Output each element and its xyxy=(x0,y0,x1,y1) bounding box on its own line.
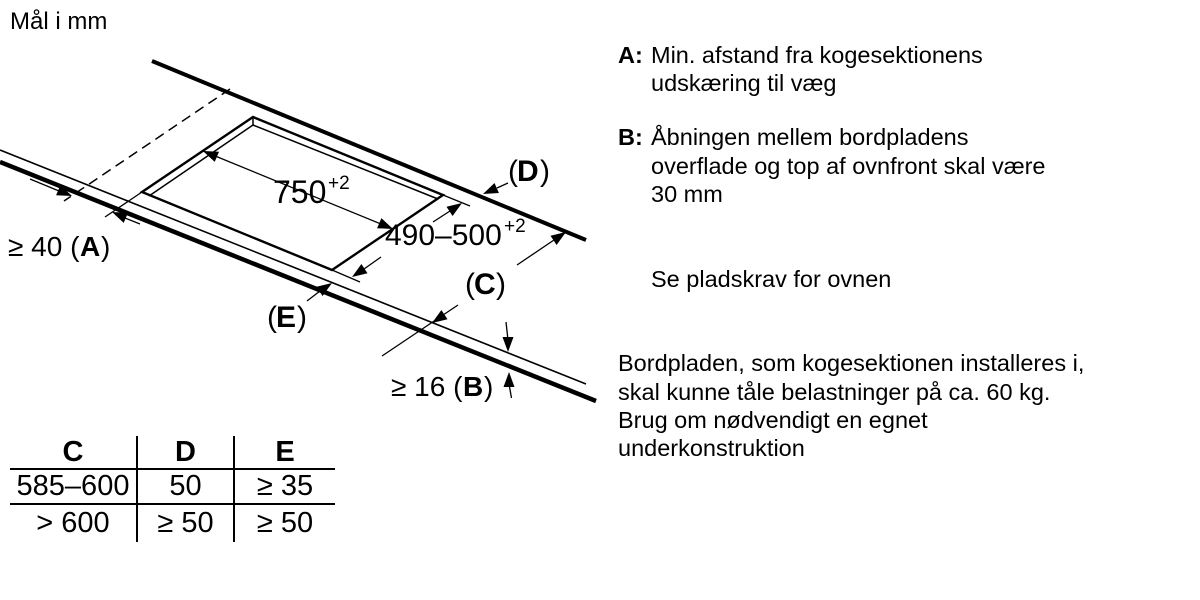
label-e-open: ( xyxy=(267,301,277,334)
table-cell: 585–600 xyxy=(10,470,136,505)
label-a-close: ) xyxy=(101,231,110,262)
dimension-depth-490-500: 490–500 +2 xyxy=(331,194,526,283)
extension-line xyxy=(442,194,471,207)
countertop-front-top-line xyxy=(0,149,587,385)
table-header-e: E xyxy=(235,436,335,470)
label-d-letter: D xyxy=(517,155,539,188)
note-b-line: Åbningen mellem bordpladens xyxy=(651,124,969,150)
label-c-close: ) xyxy=(496,268,506,301)
label-b-close: ) xyxy=(484,371,493,402)
arrowhead-icon xyxy=(316,283,332,296)
label-a-letter: A xyxy=(80,231,100,262)
note-a-line: Min. afstand fra kogesektionens xyxy=(651,42,983,68)
arrowhead-icon xyxy=(432,310,448,323)
wall-edge-line xyxy=(151,59,587,242)
note-paragraph-line: Brug om nødvendigt en egnet xyxy=(618,407,928,433)
arrowhead-icon xyxy=(203,151,219,162)
label-d-open: ( xyxy=(508,155,518,188)
label-c-open: ( xyxy=(465,268,475,301)
page-title: Mål i mm xyxy=(10,8,108,35)
dim-depth-value: 490–500 xyxy=(385,219,502,252)
note-b-line: overflade og top af ovnfront skal være xyxy=(651,153,1046,179)
leader-d: ( D ) xyxy=(483,155,550,194)
cutout-inner-edge xyxy=(148,117,439,200)
note-a-label: A: xyxy=(618,42,643,68)
arrowhead-icon xyxy=(483,183,499,194)
note-see-oven: Se pladskrav for ovnen xyxy=(651,266,892,292)
label-e-close: ) xyxy=(297,301,307,334)
note-a-line: udskæring til væg xyxy=(651,70,837,96)
arrowhead-icon xyxy=(112,212,128,223)
table-cell: ≥ 35 xyxy=(235,470,335,505)
arrowhead-icon xyxy=(352,264,368,277)
label-d-close: ) xyxy=(540,155,550,188)
arrowhead-icon xyxy=(503,372,515,387)
dim-depth-tolerance: +2 xyxy=(504,216,526,237)
dimension-width-750: 750 +2 xyxy=(202,150,394,230)
installation-diagram: 750 +2 490–500 +2 ≥ 40 ( A ) xyxy=(0,59,597,404)
countertop-front-bottom-line xyxy=(0,159,597,404)
arrowhead-icon xyxy=(550,232,566,245)
note-b-line: 30 mm xyxy=(651,181,723,207)
note-paragraph-line: underkonstruktion xyxy=(618,435,805,461)
table-header-d: D xyxy=(136,436,235,470)
arrowhead-icon xyxy=(377,218,393,229)
table-header-c: C xyxy=(10,436,136,470)
note-paragraph-line: skal kunne tåle belastninger på ca. 60 k… xyxy=(618,379,1051,405)
extension-line xyxy=(331,269,361,283)
dimension-a: ≥ 40 ( A ) xyxy=(8,178,143,262)
label-b-letter: B xyxy=(463,371,483,402)
arrowhead-icon xyxy=(446,203,462,216)
side-wall-dashed-line xyxy=(63,88,231,202)
note-paragraph-line: Bordpladen, som kogesektionen installere… xyxy=(618,350,1085,376)
dimension-table: C D E 585–600 50 ≥ 35 > 600 ≥ 50 ≥ 50 xyxy=(10,436,335,542)
arrowhead-icon xyxy=(502,337,514,352)
leader-c: ( C ) xyxy=(381,232,566,357)
label-e-letter: E xyxy=(276,301,296,334)
table-cell: ≥ 50 xyxy=(136,505,235,542)
note-b-label: B: xyxy=(618,124,643,150)
label-a-prefix: ≥ 40 ( xyxy=(8,231,80,262)
table-cell: > 600 xyxy=(36,507,110,539)
table-cell: 50 xyxy=(136,470,235,505)
label-c-letter: C xyxy=(474,268,496,301)
leader-e: ( E ) xyxy=(267,283,332,334)
arrowhead-icon xyxy=(56,185,72,196)
dim-width-value: 750 xyxy=(273,174,326,210)
cutout-edge-extension xyxy=(104,191,143,218)
dim-width-tolerance: +2 xyxy=(328,173,350,194)
dimension-b: ≥ 16 ( B ) xyxy=(391,321,515,402)
label-b-prefix: ≥ 16 ( xyxy=(391,371,463,402)
table-cell: ≥ 50 xyxy=(256,507,314,539)
